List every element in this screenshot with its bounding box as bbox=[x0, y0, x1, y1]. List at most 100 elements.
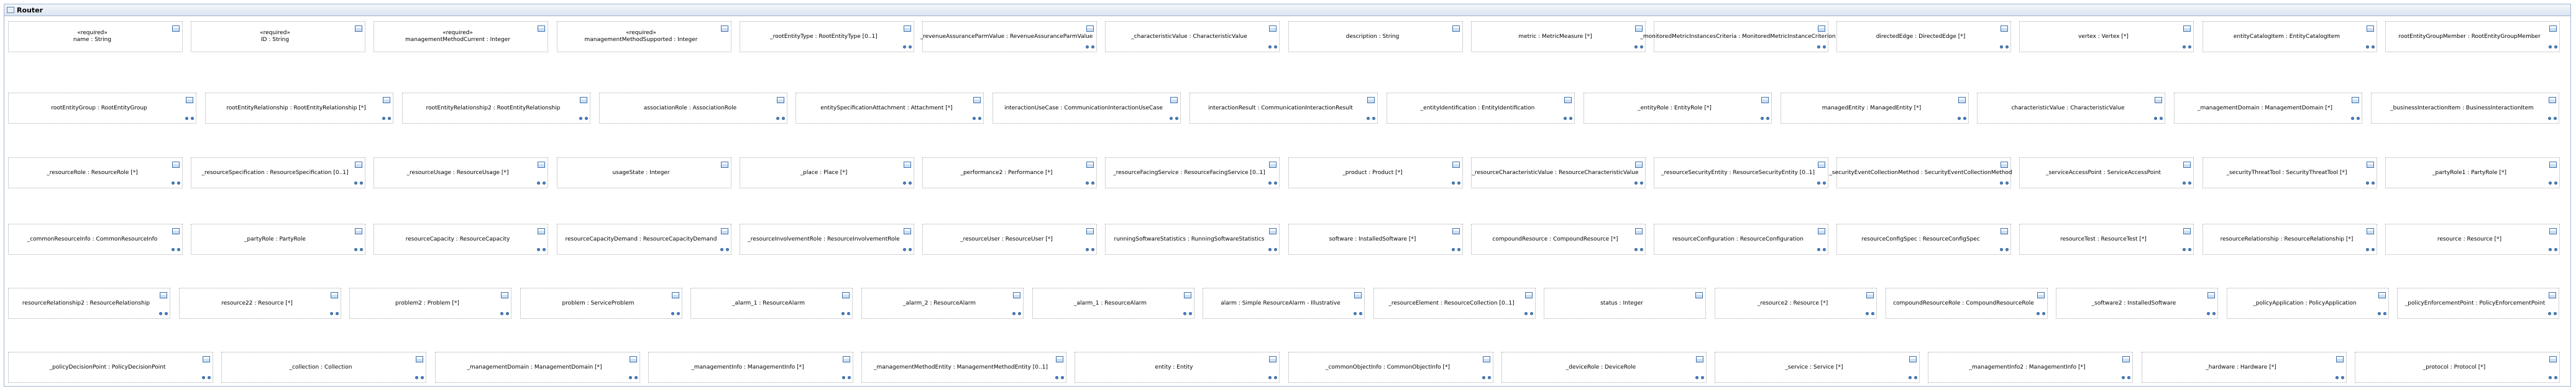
association-link-icon bbox=[1909, 374, 1917, 379]
attribute-box[interactable]: characteristicValue : CharacteristicValu… bbox=[1977, 93, 2165, 124]
attribute-box[interactable]: alarm : Simple ResourceAlarm - Illustrat… bbox=[1203, 288, 1365, 319]
attribute-icon bbox=[331, 292, 338, 298]
attribute-box[interactable]: _partyRole : PartyRole bbox=[191, 224, 365, 255]
association-link-icon bbox=[720, 246, 729, 251]
attribute-icon bbox=[2549, 356, 2557, 362]
attribute-box[interactable]: entityCatalogItem : EntityCatalogItem bbox=[2202, 21, 2377, 52]
attribute-box[interactable]: usageState : Integer bbox=[557, 157, 731, 188]
attribute-box[interactable]: _product : Product [*] bbox=[1288, 157, 1463, 188]
attribute-box[interactable]: _hardware : Hardware [*] bbox=[2142, 352, 2347, 383]
attribute-box[interactable]: _collection : Collection bbox=[221, 352, 426, 383]
attribute-box[interactable]: resourceCapacity : ResourceCapacity bbox=[374, 224, 548, 255]
attribute-box[interactable]: rootEntityRelationship2 : RootEntityRela… bbox=[402, 93, 590, 124]
attribute-box[interactable]: _deviceRole : DeviceRole bbox=[1501, 352, 1707, 383]
attribute-box[interactable]: resourceRelationship2 : ResourceRelation… bbox=[8, 288, 170, 319]
attribute-box[interactable]: _alarm_2 : ResourceAlarm bbox=[861, 288, 1024, 319]
attribute-box[interactable]: _resourceFacingService : ResourceFacingS… bbox=[1105, 157, 1280, 188]
attribute-box[interactable]: resourceTest : ResourceTest [*] bbox=[2019, 224, 2194, 255]
attribute-box[interactable]: _resourceInvolvementRole : ResourceInvol… bbox=[740, 224, 914, 255]
attribute-box[interactable]: _commonObjectInfo : CommonObjectInfo [*] bbox=[1288, 352, 1493, 383]
attribute-box[interactable]: problem : ServiceProblem bbox=[520, 288, 682, 319]
attribute-box[interactable]: _resourceUsage : ResourceUsage [*] bbox=[374, 157, 548, 188]
association-link-icon bbox=[354, 180, 363, 185]
attribute-box[interactable]: compoundResourceRole : CompoundResourceR… bbox=[1886, 288, 2048, 319]
attribute-label: _managementDomain : ManagementDomain [*] bbox=[467, 364, 602, 370]
attribute-box[interactable]: entity : Entity bbox=[1075, 352, 1280, 383]
attribute-box[interactable]: _managementMethodEntity : ManagementMeth… bbox=[861, 352, 1066, 383]
attribute-box[interactable]: _alarm_1 : ResourceAlarm bbox=[690, 288, 853, 319]
attribute-box[interactable]: _entityRole : EntityRole [*] bbox=[1584, 93, 1772, 124]
attribute-box[interactable]: problem2 : Problem [*] bbox=[349, 288, 511, 319]
attribute-box[interactable]: managedEntity : ManagedEntity [*] bbox=[1781, 93, 1969, 124]
attribute-box[interactable]: _managementDomain : ManagementDomain [*] bbox=[435, 352, 640, 383]
attribute-box[interactable]: _managementInfo : ManagementInfo [*] bbox=[648, 352, 853, 383]
attribute-box[interactable]: _monitoredMetricInstancesCriteria : Moni… bbox=[1640, 21, 1836, 52]
attribute-box[interactable]: resourceConfiguration : ResourceConfigur… bbox=[1654, 224, 1828, 255]
attribute-box[interactable]: _entityIdentification : EntityIdentifica… bbox=[1387, 93, 1575, 124]
attribute-box[interactable]: resourceCapacityDemand : ResourceCapacit… bbox=[557, 224, 731, 255]
association-link-icon bbox=[1086, 44, 1094, 48]
attribute-box[interactable]: _serviceAccessPoint : ServiceAccessPoint bbox=[2019, 157, 2194, 188]
attribute-box[interactable]: «required» managementMethodSupported : I… bbox=[557, 21, 731, 52]
attribute-box[interactable]: interactionUseCase : CommunicationIntera… bbox=[992, 93, 1181, 124]
attribute-box[interactable]: directedEdge : DirectedEdge [*] bbox=[1836, 21, 2011, 52]
association-link-icon bbox=[903, 44, 912, 48]
attribute-box[interactable]: metric : MetricMeasure [*] bbox=[1471, 21, 1646, 52]
attribute-box[interactable]: _managementInfo2 : ManagementInfo [*] bbox=[1928, 352, 2133, 383]
attribute-box[interactable]: _managementDomain : ManagementDomain [*] bbox=[2174, 93, 2362, 124]
attribute-box[interactable]: _securityEventCollectionMethod : Securit… bbox=[1829, 157, 2012, 188]
attribute-box[interactable]: resource : Resource [*] bbox=[2385, 224, 2560, 255]
attribute-label: rootEntityRelationship : RootEntityRelat… bbox=[226, 104, 366, 111]
attribute-box[interactable]: resourceRelationship : ResourceRelations… bbox=[2202, 224, 2377, 255]
attribute-box[interactable]: _resourceUser : ResourceUser [*] bbox=[922, 224, 1097, 255]
association-link-icon bbox=[172, 246, 180, 251]
attribute-box[interactable]: «required» managementMethodCurrent : Int… bbox=[374, 21, 548, 52]
attribute-box[interactable]: rootEntityGroupMember : RootEntityGroupM… bbox=[2385, 21, 2560, 52]
association-link-icon bbox=[172, 180, 180, 185]
attribute-box[interactable]: _revenueAssuranceParmValue : RevenueAssu… bbox=[920, 21, 1097, 52]
class-icon bbox=[7, 7, 14, 13]
attribute-box[interactable]: compoundResource : CompoundResource [*] bbox=[1471, 224, 1646, 255]
attribute-box[interactable]: _commonResourceInfo : CommonResourceInfo bbox=[8, 224, 183, 255]
attribute-box[interactable]: _place : Place [*] bbox=[740, 157, 914, 188]
attribute-box[interactable]: _resourceSpecification : ResourceSpecifi… bbox=[191, 157, 365, 188]
attribute-icon bbox=[2367, 228, 2374, 234]
attribute-box[interactable]: rootEntityRelationship : RootEntityRelat… bbox=[205, 93, 393, 124]
attribute-box[interactable]: resource22 : Resource [*] bbox=[179, 288, 341, 319]
attribute-box[interactable]: resourceConfigSpec : ResourceConfigSpec bbox=[1836, 224, 2011, 255]
attribute-box[interactable]: «required» name : String bbox=[8, 21, 183, 52]
attribute-box[interactable]: _partyRole1 : PartyRole [*] bbox=[2385, 157, 2560, 188]
attribute-box[interactable]: _policyApplication : PolicyApplication bbox=[2227, 288, 2389, 319]
attribute-box[interactable]: _characteristicValue : CharacteristicVal… bbox=[1105, 21, 1280, 52]
attribute-box[interactable]: software : InstalledSoftware [*] bbox=[1288, 224, 1463, 255]
attribute-box[interactable]: runningSoftwareStatistics : RunningSoftw… bbox=[1105, 224, 1280, 255]
attribute-box[interactable]: _policyEnforcementPoint : PolicyEnforcem… bbox=[2397, 288, 2559, 319]
attribute-box[interactable]: _resourceSecurityEntity : ResourceSecuri… bbox=[1654, 157, 1828, 188]
attribute-icon bbox=[1696, 356, 1703, 362]
attribute-box[interactable]: rootEntityGroup : RootEntityGroup bbox=[8, 93, 196, 124]
attribute-label: _resource2 : Resource [*] bbox=[1757, 300, 1828, 306]
attribute-box[interactable]: _protocol : Protocol [*] bbox=[2355, 352, 2560, 383]
attribute-box[interactable]: _resourceCharacteristicValue : ResourceC… bbox=[1471, 157, 1646, 188]
attribute-box[interactable]: _businessInteractionItem : BusinessInter… bbox=[2371, 93, 2559, 124]
attribute-box[interactable]: interactionResult : CommunicationInterac… bbox=[1189, 93, 1378, 124]
attribute-box[interactable]: _policyDecisionPoint : PolicyDecisionPoi… bbox=[8, 352, 213, 383]
attribute-box[interactable]: _software2 : InstalledSoftware bbox=[2056, 288, 2218, 319]
attribute-box[interactable]: _resource2 : Resource [*] bbox=[1715, 288, 1877, 319]
attribute-box[interactable]: _alarm_1 : ResourceAlarm bbox=[1032, 288, 1194, 319]
attribute-icon bbox=[2549, 162, 2557, 168]
attribute-box[interactable]: _performance2 : Performance [*] bbox=[922, 157, 1097, 188]
attribute-box[interactable]: _resourceElement : ResourceCollection [0… bbox=[1373, 288, 1536, 319]
association-link-icon bbox=[2000, 44, 2009, 48]
attribute-label: _entityIdentification : EntityIdentifica… bbox=[1420, 104, 1535, 111]
attribute-box[interactable]: entitySpecificationAttachment : Attachme… bbox=[795, 93, 984, 124]
attribute-box[interactable]: _service : Service [*] bbox=[1715, 352, 1920, 383]
attribute-box[interactable]: _rootEntityType : RootEntityType [0..1] bbox=[740, 21, 914, 52]
attribute-box[interactable]: description : String bbox=[1288, 21, 1463, 52]
attribute-box[interactable]: «required» ID : String bbox=[191, 21, 365, 52]
attribute-box[interactable]: _securityThreatTool : SecurityThreatTool… bbox=[2202, 157, 2377, 188]
attribute-box[interactable]: vertex : Vertex [*] bbox=[2019, 21, 2194, 52]
attribute-box[interactable]: status : Integer bbox=[1544, 288, 1706, 319]
attribute-box[interactable]: _resourceRole : ResourceRole [*] bbox=[8, 157, 183, 188]
attribute-box[interactable]: associationRole : AssociationRole bbox=[599, 93, 787, 124]
